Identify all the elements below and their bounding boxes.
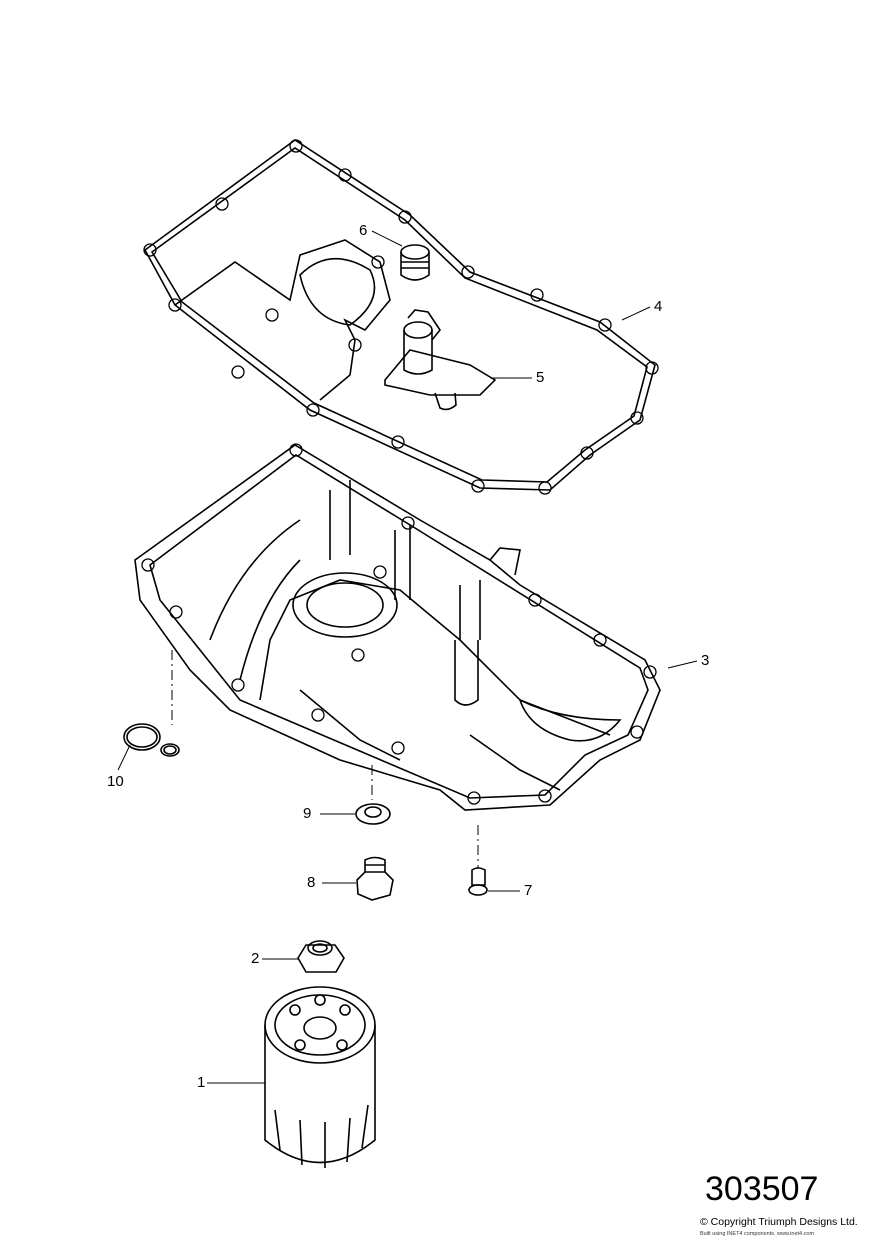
callout-1: 1 (197, 1074, 206, 1091)
callout-3: 3 (701, 652, 710, 669)
washer-9 (355, 803, 391, 825)
oil-strainer-5 (384, 309, 497, 411)
filter-adaptor-2 (297, 940, 345, 973)
leader-lines (117, 230, 698, 1084)
copyright: © Copyright Triumph Designs Ltd. (700, 1216, 858, 1228)
fitting-6 (400, 244, 430, 281)
callout-4: 4 (654, 298, 663, 315)
callout-10: 10 (107, 773, 124, 790)
callout-5: 5 (536, 369, 545, 386)
sump-3 (134, 443, 661, 811)
callout-9: 9 (303, 805, 312, 822)
callout-7: 7 (524, 882, 533, 899)
bolt-7 (468, 867, 488, 896)
assembly-centerlines (171, 650, 479, 868)
o-rings-10 (123, 723, 180, 757)
sump-gasket (143, 139, 659, 495)
part-number: 303507 (705, 1170, 819, 1208)
built-with-note: Built using INET4 components. www.inet4.… (700, 1231, 815, 1237)
sump-bolt-bosses (141, 443, 657, 805)
callout-8: 8 (307, 874, 316, 891)
callout-6: 6 (359, 222, 368, 239)
callout-2: 2 (251, 950, 260, 967)
drain-plug-8 (356, 856, 394, 901)
gasket-bolt-holes (143, 139, 659, 495)
oil-filter-1 (264, 986, 376, 1168)
